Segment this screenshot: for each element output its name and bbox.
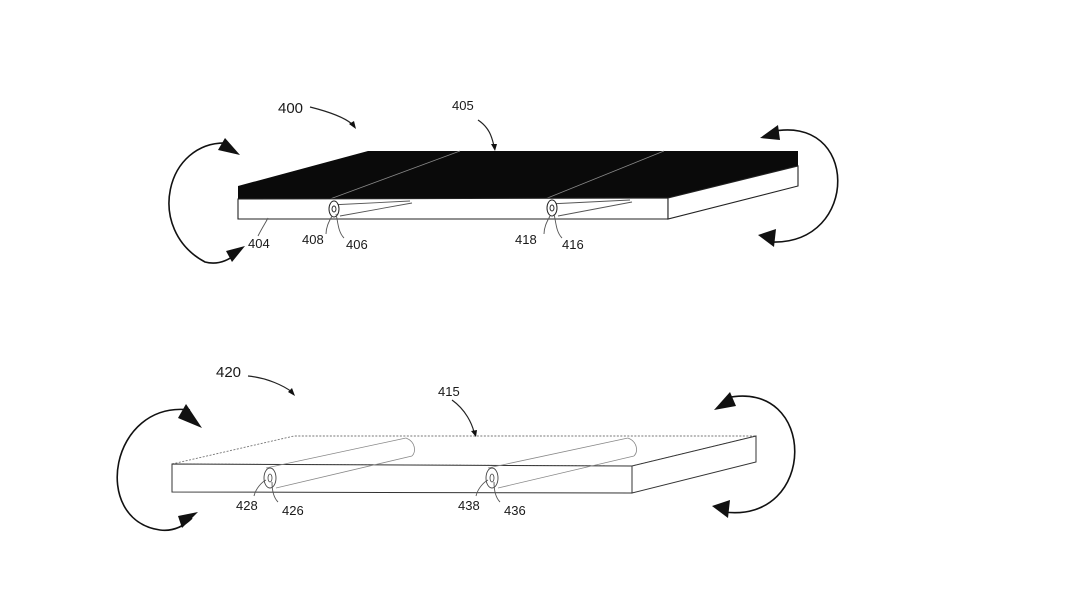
label-408: 408 (302, 232, 324, 247)
label-406: 406 (346, 237, 368, 252)
label-436: 436 (504, 503, 526, 518)
label-438: 438 (458, 498, 480, 513)
label-404: 404 (248, 236, 270, 251)
label-420: 420 (216, 364, 241, 381)
housing-side (631, 435, 757, 494)
hinge-right-top (546, 199, 633, 217)
label-400: 400 (278, 100, 303, 117)
label-428: 428 (236, 498, 258, 513)
label-426: 426 (282, 503, 304, 518)
housing-side (667, 165, 799, 220)
display-panel-405 (238, 151, 798, 199)
hinge-right-bottom (485, 437, 637, 489)
device-400: 400 405 404 408 406 418 416 (168, 98, 839, 264)
label-416: 416 (562, 237, 584, 252)
label-405: 405 (452, 98, 474, 113)
label-415: 415 (438, 384, 460, 399)
device-420: 420 415 428 426 438 436 (116, 364, 796, 532)
curved-rotation-arrow-icon (168, 138, 245, 264)
hinge-left-top (328, 200, 413, 218)
curved-rotation-arrow-icon (116, 404, 202, 532)
housing-front (171, 463, 633, 494)
hinge-left-bottom (263, 437, 415, 489)
label-418: 418 (515, 232, 537, 247)
curved-rotation-arrow-icon (758, 125, 839, 247)
curved-rotation-arrow-icon (712, 392, 796, 518)
